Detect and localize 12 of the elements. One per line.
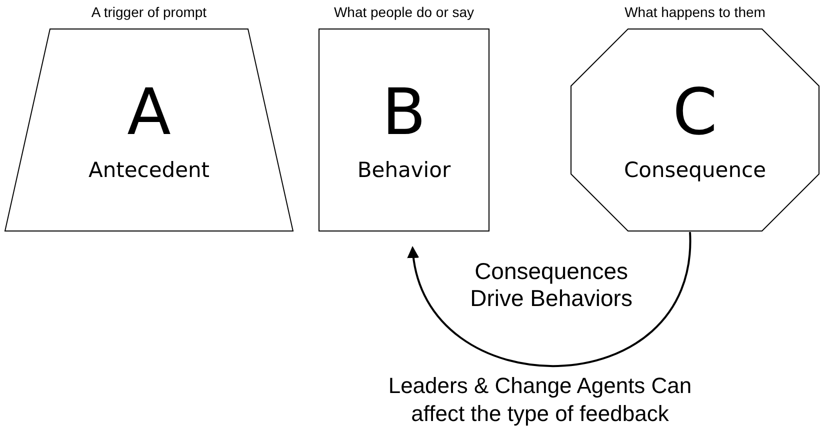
edge-label: Consequences Drive Behaviors bbox=[469, 258, 634, 312]
curved-arrow bbox=[408, 232, 691, 367]
node-heading: A trigger of prompt bbox=[91, 4, 207, 20]
node-label: Consequence bbox=[624, 158, 766, 182]
node-letter: B bbox=[382, 78, 426, 148]
node-label: Antecedent bbox=[88, 158, 210, 182]
note-text: Leaders & Change Agents Can affect the type of feedback bbox=[387, 372, 693, 428]
node-heading: What people do or say bbox=[334, 4, 474, 20]
node-letter: C bbox=[672, 78, 718, 148]
node-letter: A bbox=[127, 78, 171, 148]
node-label: Behavior bbox=[357, 158, 451, 182]
node-heading: What happens to them bbox=[624, 4, 766, 20]
